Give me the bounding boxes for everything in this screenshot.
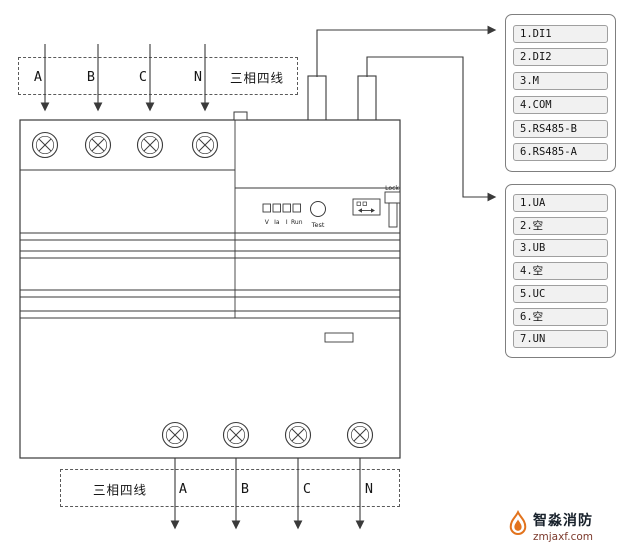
terminal-item-m: 3.M: [513, 72, 608, 91]
test-button: [310, 201, 326, 217]
terminal-item-ub: 3.UB: [513, 239, 608, 258]
flame-icon: [509, 510, 527, 535]
screw-terminal: [161, 421, 189, 449]
terminal-block-leads: [316, 25, 497, 202]
screw-terminal: [284, 421, 312, 449]
screw-terminal: [31, 131, 59, 159]
terminal-item-di1: 1.DI1: [513, 24, 608, 43]
indicator-label-i: I: [286, 219, 288, 226]
terminal-item-uc: 5.UC: [513, 284, 608, 303]
logo-name: 智淼消防: [533, 513, 593, 529]
indicator-window-run: [292, 203, 301, 213]
top-phase-label-box: [18, 57, 298, 95]
logo-domain: zmjaxf.com: [533, 531, 594, 543]
indicator-label-run: Run: [291, 219, 303, 226]
top-connector-stubs: [307, 75, 377, 123]
terminal-item-rs485b: 5.RS485-B: [513, 119, 608, 138]
indicator-label-ia: Ia: [274, 219, 280, 226]
device-housing-lines: [20, 120, 400, 343]
system-label-bottom: 三相四线: [92, 482, 148, 498]
logo-text: 智淼消防 zmjaxf.com: [533, 510, 593, 543]
terminal-block-signal: 1.DI1 2.DI2 3.M 4.COM 5.RS485-B 6.RS485-…: [505, 14, 616, 172]
phase-label-b-top: B: [86, 69, 96, 85]
phase-label-a-bottom: A: [178, 481, 188, 497]
test-button-label: Test: [311, 221, 325, 229]
screw-terminal: [191, 131, 219, 159]
phase-label-c-top: C: [138, 69, 148, 85]
bottom-phase-label-box: [60, 469, 400, 507]
logo: 智淼消防 zmjaxf.com: [508, 510, 593, 543]
screw-terminal: [222, 421, 250, 449]
screw-terminal: [346, 421, 374, 449]
phase-label-c-bottom: C: [302, 481, 312, 497]
terminal-item-un: 7.UN: [513, 330, 608, 349]
terminal-item-empty2: 4.空: [513, 262, 608, 280]
screw-terminal: [84, 131, 112, 159]
lock-clip: Lock: [384, 185, 401, 228]
terminal-screws-top: [31, 131, 219, 159]
indicator-window-ia: [272, 203, 281, 213]
phase-label-a-top: A: [33, 69, 43, 85]
terminal-block-voltage: 1.UA 2.空 3.UB 4.空 5.UC 6.空 7.UN: [505, 184, 616, 358]
ir-port-icon: [352, 198, 381, 216]
terminal-item-di2: 2.DI2: [513, 48, 608, 67]
system-label-top: 三相四线: [229, 70, 285, 86]
terminal-item-empty1: 2.空: [513, 216, 608, 235]
indicator-label-v: V: [265, 219, 270, 226]
terminal-item-com: 4.COM: [513, 95, 608, 114]
phase-label-n-top: N: [193, 69, 203, 85]
indicator-window-v: [262, 203, 271, 213]
display-panel: V Ia I Run Test Lock: [262, 185, 401, 229]
terminal-screws-bottom: [161, 421, 374, 449]
terminal-item-ua: 1.UA: [513, 193, 608, 212]
device-top-tab: [233, 111, 248, 121]
terminal-item-rs485a: 6.RS485-A: [513, 143, 608, 162]
screw-terminal: [136, 131, 164, 159]
phase-label-b-bottom: B: [240, 481, 250, 497]
phase-label-n-bottom: N: [364, 481, 374, 497]
indicator-window-i: [282, 203, 291, 213]
terminal-item-empty3: 6.空: [513, 307, 608, 326]
device-body: [19, 119, 401, 459]
lock-label: Lock: [385, 185, 399, 192]
